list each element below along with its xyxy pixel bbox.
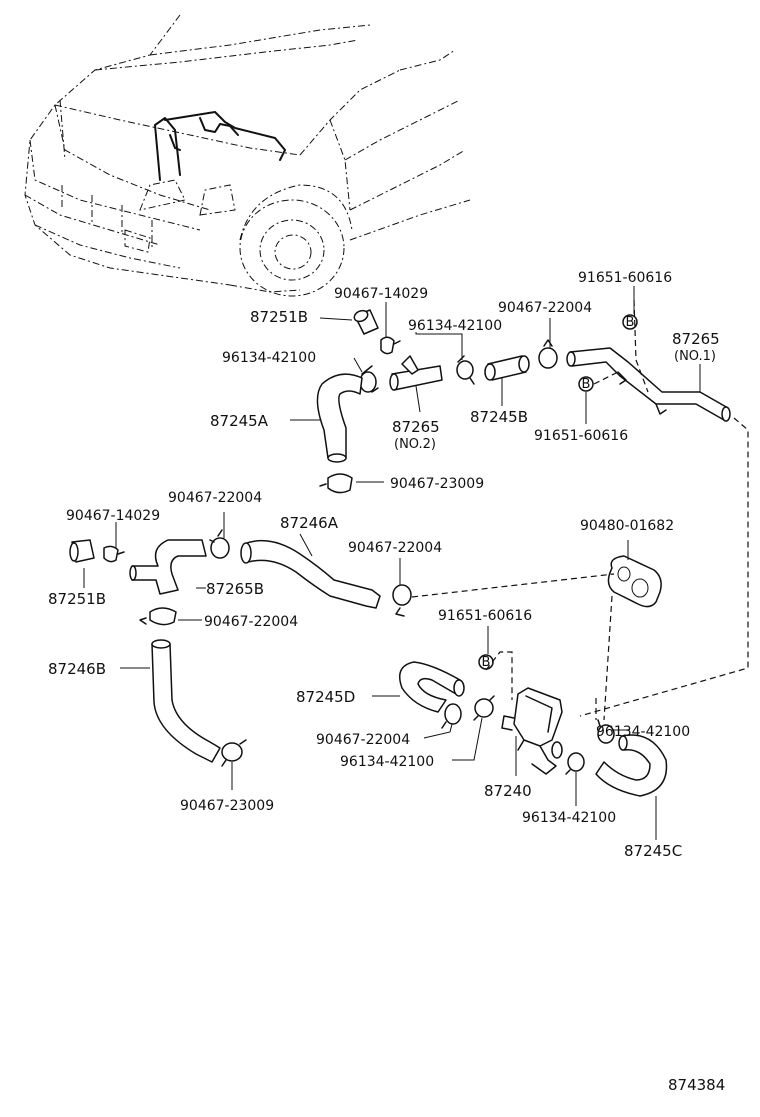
clamp-90467-23009-lower bbox=[221, 739, 247, 767]
bolt-upper-2: B bbox=[578, 376, 594, 392]
hose-87246a bbox=[240, 539, 381, 609]
clamp-90467-14029-upper bbox=[380, 336, 401, 355]
callout-87265-no1: 87265 bbox=[672, 330, 720, 348]
pipe-87265b bbox=[129, 539, 207, 595]
diagram-id: 874384 bbox=[668, 1076, 725, 1094]
callout-90467-23009-lower: 90467-23009 bbox=[180, 798, 274, 814]
callout-87265b: 87265B bbox=[206, 580, 264, 598]
clamp-90467-22004-b bbox=[209, 529, 230, 559]
part-90480-01682-grommet bbox=[607, 555, 662, 608]
bolt-upper-1: B bbox=[622, 314, 638, 330]
callout-87246b: 87246B bbox=[48, 660, 106, 678]
callout-87245c: 87245C bbox=[624, 842, 682, 860]
vehicle-outline bbox=[24, 14, 471, 297]
callout-96134-42100-b: 96134-42100 bbox=[408, 318, 502, 334]
callout-90467-23009-upper: 90467-23009 bbox=[390, 476, 484, 492]
pipe-87265-no1 bbox=[566, 347, 731, 422]
callout-91651-60616-upper: 91651-60616 bbox=[578, 270, 672, 286]
clamp-96134-42100-d bbox=[565, 752, 585, 775]
callout-90467-22004-c: 90467-22004 bbox=[348, 540, 442, 556]
callout-87265-no1-sub: (NO.1) bbox=[674, 349, 716, 364]
hose-87245d bbox=[399, 661, 465, 713]
hose-87246b bbox=[151, 639, 221, 763]
clamp-90467-22004-d bbox=[139, 607, 177, 626]
callout-87245b: 87245B bbox=[470, 408, 528, 426]
hose-87245c bbox=[595, 734, 668, 797]
callout-87265-no2: 87265 bbox=[392, 418, 440, 436]
hose-87245a bbox=[316, 373, 363, 463]
callout-labels: 90467-14029 87251B 96134-42100 90467-220… bbox=[48, 270, 720, 860]
bolt-marker: B bbox=[482, 655, 491, 670]
clamp-90467-23009-upper bbox=[319, 473, 353, 494]
callout-90467-22004-b: 90467-22004 bbox=[168, 490, 262, 506]
callout-96134-42100-e: 96134-42100 bbox=[596, 724, 690, 740]
clamp-96134-42100-b bbox=[456, 355, 475, 385]
callout-90467-14029-upper: 90467-14029 bbox=[334, 286, 428, 302]
part-87251b-lower bbox=[69, 539, 95, 563]
hose-87245b bbox=[484, 355, 530, 381]
part-87251b-upper bbox=[353, 309, 379, 335]
callout-90467-22004-a: 90467-22004 bbox=[498, 300, 592, 316]
callout-87251b-lower: 87251B bbox=[48, 590, 106, 608]
callout-87265-no2-sub: (NO.2) bbox=[394, 437, 436, 452]
callout-87240: 87240 bbox=[484, 782, 532, 800]
callout-87251b-upper: 87251B bbox=[250, 308, 308, 326]
callout-90480-01682: 90480-01682 bbox=[580, 518, 674, 534]
clamp-96134-42100-c bbox=[473, 695, 495, 721]
callout-96134-42100-c: 96134-42100 bbox=[340, 754, 434, 770]
clamp-90467-22004-a bbox=[538, 339, 558, 369]
callout-91651-60616-mid: 91651-60616 bbox=[534, 428, 628, 444]
valve-87240 bbox=[501, 687, 563, 775]
bolt-lower: B bbox=[478, 654, 494, 670]
callout-96134-42100-d: 96134-42100 bbox=[522, 810, 616, 826]
clamp-90467-22004-e bbox=[441, 703, 462, 729]
bolt-marker: B bbox=[626, 315, 635, 330]
callout-87246a: 87246A bbox=[280, 514, 339, 532]
pipe-87265-no2 bbox=[389, 355, 443, 391]
callout-90467-22004-e: 90467-22004 bbox=[316, 732, 410, 748]
callout-87245d: 87245D bbox=[296, 688, 355, 706]
callout-96134-42100-a: 96134-42100 bbox=[222, 350, 316, 366]
callout-90467-14029-lower: 90467-14029 bbox=[66, 508, 160, 524]
callout-91651-60616-lower: 91651-60616 bbox=[438, 608, 532, 624]
clamp-90467-14029-lower bbox=[103, 545, 125, 563]
connection-lines bbox=[411, 299, 749, 721]
leader-lines bbox=[83, 286, 701, 840]
callout-90467-22004-d: 90467-22004 bbox=[204, 614, 298, 630]
clamp-96134-42100-e bbox=[597, 719, 615, 744]
clamp-96134-42100-a bbox=[359, 365, 379, 393]
bolt-marker: B bbox=[582, 377, 591, 392]
callout-87245a: 87245A bbox=[210, 412, 269, 430]
clamp-90467-22004-c bbox=[392, 584, 412, 617]
